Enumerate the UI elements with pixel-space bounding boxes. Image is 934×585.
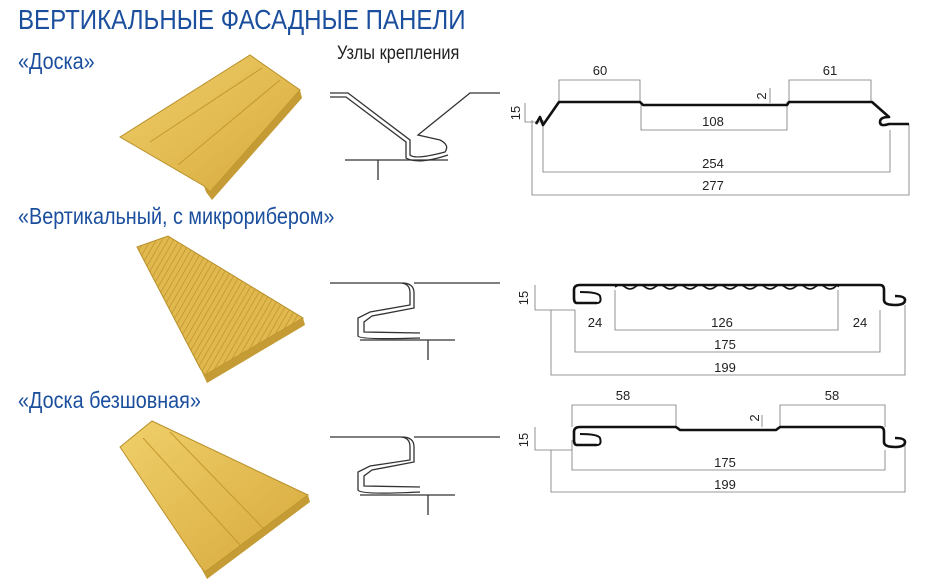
- dim-height: 15: [516, 291, 531, 305]
- panel-image-microrib: [136, 235, 305, 383]
- fixing-nodes-label: Узлы крепления: [337, 43, 460, 64]
- dim-middle: 126: [711, 315, 733, 330]
- dim-total: 277: [702, 178, 724, 193]
- dim-working: 175: [714, 455, 736, 470]
- section-title-seamless: «Доска безшовная»: [18, 387, 201, 413]
- dim-depth: 2: [754, 92, 769, 99]
- fixing-node-microrib: [330, 282, 500, 360]
- dim-top-right: 58: [825, 388, 839, 403]
- panel-image-doska: [119, 54, 302, 200]
- profile-drawing-microrib: 24 126 24 175 199 15: [516, 283, 907, 376]
- page-title: ВЕРТИКАЛЬНЫЕ ФАСАДНЫЕ ПАНЕЛИ: [18, 4, 466, 35]
- dim-middle: 108: [702, 114, 724, 129]
- panel-image-seamless: [119, 420, 310, 579]
- dim-right: 24: [853, 315, 867, 330]
- section-title-microrib: «Вертикальный, с микрорибером»: [18, 203, 335, 229]
- dim-total: 199: [714, 477, 736, 492]
- profile-drawing-doska: 60 61 108 254 277 15 2: [508, 63, 910, 196]
- dim-working: 254: [702, 156, 724, 171]
- dim-top-left: 58: [616, 388, 630, 403]
- dim-total: 199: [714, 360, 736, 375]
- dim-height: 15: [508, 106, 523, 120]
- dim-left: 24: [588, 315, 602, 330]
- fixing-node-doska: [330, 92, 500, 180]
- dim-top-right: 61: [823, 63, 837, 78]
- dim-top-left: 60: [593, 63, 607, 78]
- dim-working: 175: [714, 337, 736, 352]
- fixing-node-seamless: [330, 436, 500, 515]
- dim-height: 15: [516, 433, 531, 447]
- dim-depth: 2: [747, 414, 762, 421]
- section-title-doska: «Доска»: [18, 48, 95, 74]
- profile-drawing-seamless: 58 58 175 199 15 2: [516, 388, 907, 493]
